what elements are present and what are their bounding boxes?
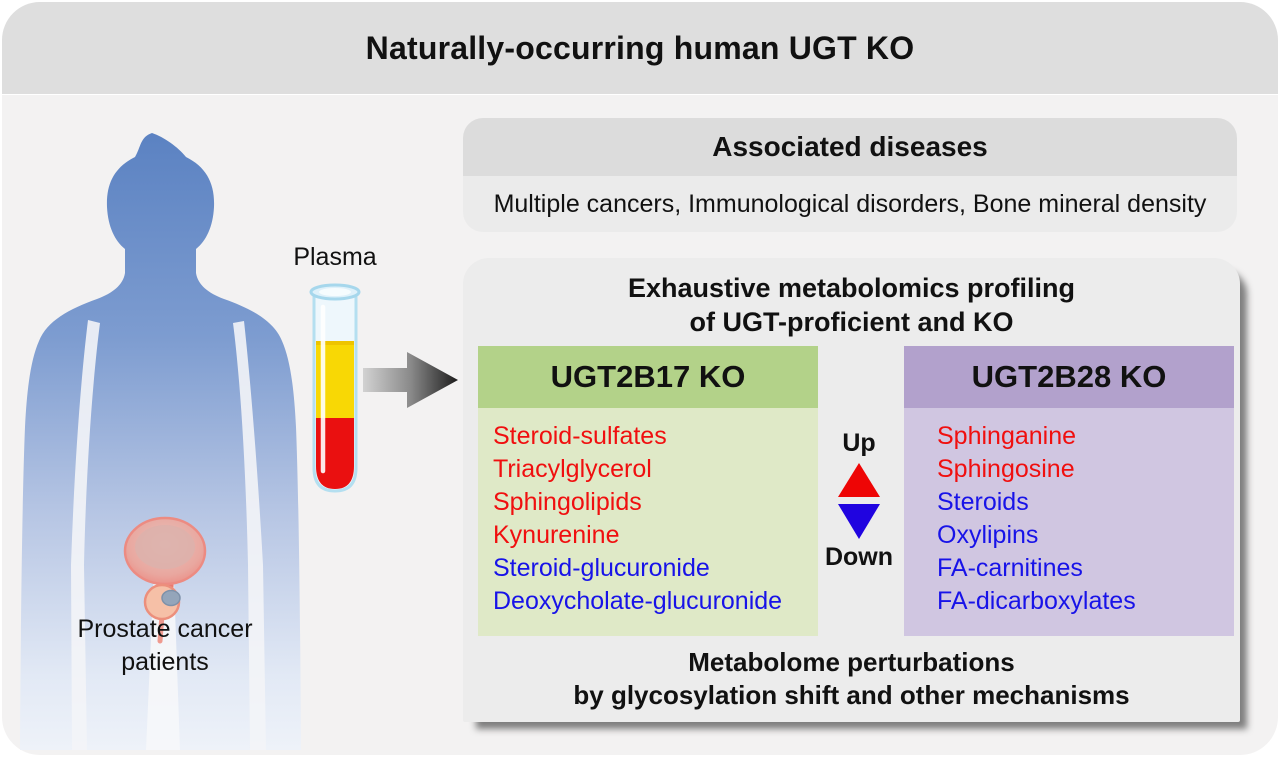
metabolite-item: Sphinganine	[937, 422, 1077, 450]
ugt2b28-ko-box: UGT2B28 KO Sphinganine Sphingosine Stero…	[904, 346, 1234, 636]
down-triangle-icon	[838, 504, 880, 539]
arrow-right-icon	[363, 352, 458, 408]
profiling-title-line2: of UGT-proficient and KO	[689, 307, 1014, 337]
up-down-legend: Up Down	[819, 428, 899, 572]
test-tube-icon	[309, 283, 361, 493]
metabolite-item: Triacylglycerol	[493, 455, 652, 483]
down-label: Down	[824, 543, 894, 571]
panel-footer-line2: by glycosylation shift and other mechani…	[573, 680, 1130, 710]
ugt2b17-ko-header: UGT2B17 KO	[478, 346, 818, 408]
metabolite-item: Sphingolipids	[493, 488, 642, 516]
up-down-triangles	[838, 463, 880, 539]
metabolite-item: FA-dicarboxylates	[937, 587, 1136, 615]
metabolomics-panel: Exhaustive metabolomics profiling of UGT…	[463, 258, 1240, 722]
metabolite-item: FA-carnitines	[937, 554, 1083, 582]
associated-diseases-title: Associated diseases	[463, 118, 1237, 176]
ugt2b17-ko-box: UGT2B17 KO Steroid-sulfates Triacylglyce…	[478, 346, 818, 636]
patients-label: Prostate cancer patients	[35, 613, 295, 679]
profiling-title: Exhaustive metabolomics profiling of UGT…	[463, 271, 1240, 339]
ugt2b17-ko-list: Steroid-sulfates Triacylglycerol Sphingo…	[478, 408, 818, 636]
associated-diseases-box: Associated diseases Multiple cancers, Im…	[463, 118, 1237, 232]
metabolite-item: Sphingosine	[937, 455, 1075, 483]
metabolite-item: Steroid-sulfates	[493, 422, 667, 450]
metabolite-item: Oxylipins	[937, 521, 1039, 549]
ugt2b28-ko-list: Sphinganine Sphingosine Steroids Oxylipi…	[904, 408, 1234, 636]
patients-label-line1: Prostate cancer	[77, 615, 253, 643]
metabolite-item: Kynurenine	[493, 521, 620, 549]
plasma-label: Plasma	[293, 243, 377, 271]
prostate-icon	[123, 516, 207, 644]
title-bar: Naturally-occurring human UGT KO	[2, 2, 1278, 94]
panel-footer-line1: Metabolome perturbations	[688, 647, 1015, 677]
metabolite-item: Steroid-glucuronide	[493, 554, 710, 582]
metabolite-item: Steroids	[937, 488, 1029, 516]
figure-title: Naturally-occurring human UGT KO	[365, 29, 915, 66]
profiling-title-line1: Exhaustive metabolomics profiling	[627, 273, 1076, 303]
patients-label-line2: patients	[121, 648, 209, 676]
panel-footer: Metabolome perturbations by glycosylatio…	[463, 646, 1240, 712]
up-triangle-icon	[838, 463, 880, 497]
up-label: Up	[842, 429, 876, 457]
associated-diseases-list: Multiple cancers, Immunological disorder…	[463, 176, 1237, 232]
metabolite-item: Deoxycholate-glucuronide	[493, 587, 783, 615]
ugt2b28-ko-header: UGT2B28 KO	[904, 346, 1234, 408]
